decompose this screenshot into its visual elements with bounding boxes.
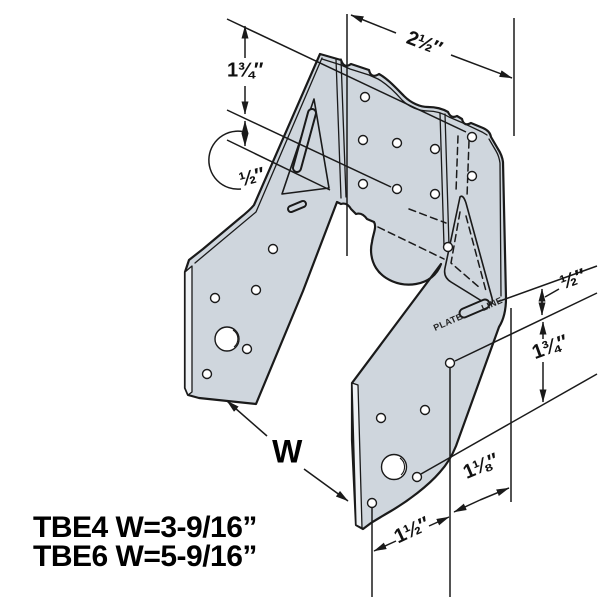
right-fold-line-1 bbox=[439, 112, 445, 247]
bracket-silhouette bbox=[183, 52, 508, 531]
left-gusset-slot-fill bbox=[294, 110, 315, 171]
small-slot-fill bbox=[289, 202, 305, 211]
model-width-table: TBE4 W=3-9/16” TBE6 W=5-9/16” bbox=[33, 511, 257, 573]
half-inch-leader-arc bbox=[208, 130, 249, 190]
saddle-bend-dashed bbox=[377, 226, 445, 260]
right-fold-line-2 bbox=[444, 113, 450, 247]
dim-plate-top: 1¾″ bbox=[227, 59, 263, 82]
upper-arm-edge-inner-line bbox=[194, 57, 323, 264]
left-leg-bolt-hole bbox=[214, 326, 240, 352]
model-width-line-1: TBE4 W=3-9/16” bbox=[33, 511, 257, 544]
hidden-bend-lines bbox=[377, 135, 487, 292]
right-gusset-outline bbox=[443, 195, 494, 306]
width-dimension bbox=[226, 400, 349, 502]
gussets bbox=[281, 98, 494, 319]
plate-line-slot-fill bbox=[460, 300, 489, 317]
left-fold-line-1 bbox=[335, 58, 342, 199]
right-foot-edge-thickness bbox=[351, 382, 363, 529]
bracket-body bbox=[183, 52, 508, 531]
left-fold-line-2 bbox=[340, 58, 347, 198]
right-gusset-dashed-2 bbox=[466, 140, 470, 198]
dimension-lines bbox=[208, 14, 560, 552]
left-edge-thickness bbox=[184, 265, 193, 396]
right-edge-inner-line bbox=[488, 138, 502, 297]
right-gusset-dashed-3 bbox=[450, 211, 481, 289]
model-width-line-2: TBE6 W=5-9/16” bbox=[33, 540, 257, 573]
nail-holes bbox=[201, 91, 478, 509]
saddle-bend-dashed-2 bbox=[408, 208, 447, 224]
right-leg-bolt-hole bbox=[380, 453, 408, 481]
right-gusset-dashed-1 bbox=[455, 135, 459, 193]
right-gusset-dashed-4 bbox=[465, 215, 487, 292]
extension-lines bbox=[226, 14, 598, 597]
width-symbol: W bbox=[272, 433, 302, 470]
